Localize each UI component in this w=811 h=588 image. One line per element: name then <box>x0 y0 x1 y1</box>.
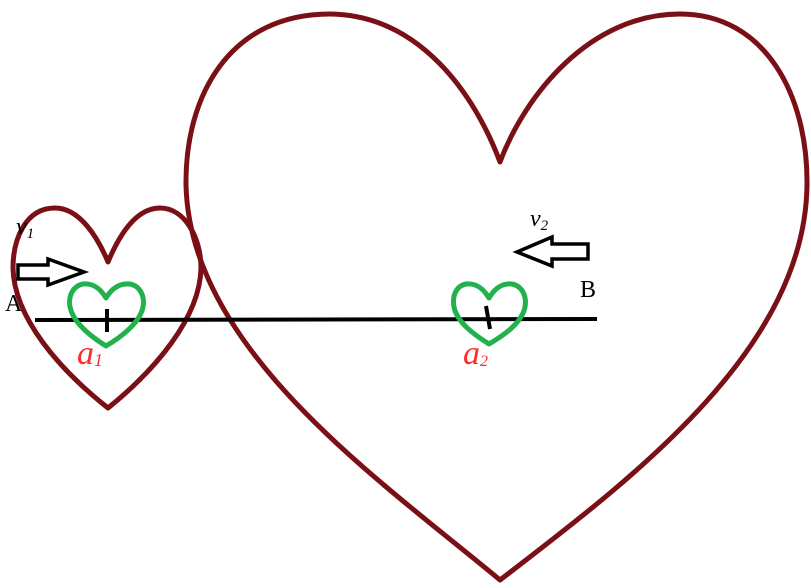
label-a1-sub: 1 <box>94 350 103 370</box>
large-heart-outline <box>183 11 810 583</box>
small-heart-outline <box>10 205 204 411</box>
green-heart-1 <box>67 281 146 349</box>
green-heart-2 <box>451 281 528 347</box>
label-v2-base: v <box>530 206 541 232</box>
label-a2: a2 <box>463 335 488 372</box>
label-v1-sub: 1 <box>27 226 35 242</box>
label-v1: v1 <box>16 214 34 242</box>
label-v2-sub: 2 <box>541 218 549 234</box>
line-ab <box>34 317 598 322</box>
label-v2: v2 <box>530 206 549 234</box>
tick-mark-2 <box>484 305 492 330</box>
right-arrow-icon <box>16 256 90 288</box>
label-a: A <box>5 291 23 317</box>
label-a1-base: a <box>77 335 94 372</box>
label-a1: a1 <box>77 335 103 372</box>
label-v1-base: v <box>16 214 27 240</box>
left-arrow-icon <box>512 234 590 269</box>
label-a2-base: a <box>463 335 480 372</box>
label-a2-sub: 2 <box>480 353 488 370</box>
label-b: B <box>580 277 596 303</box>
